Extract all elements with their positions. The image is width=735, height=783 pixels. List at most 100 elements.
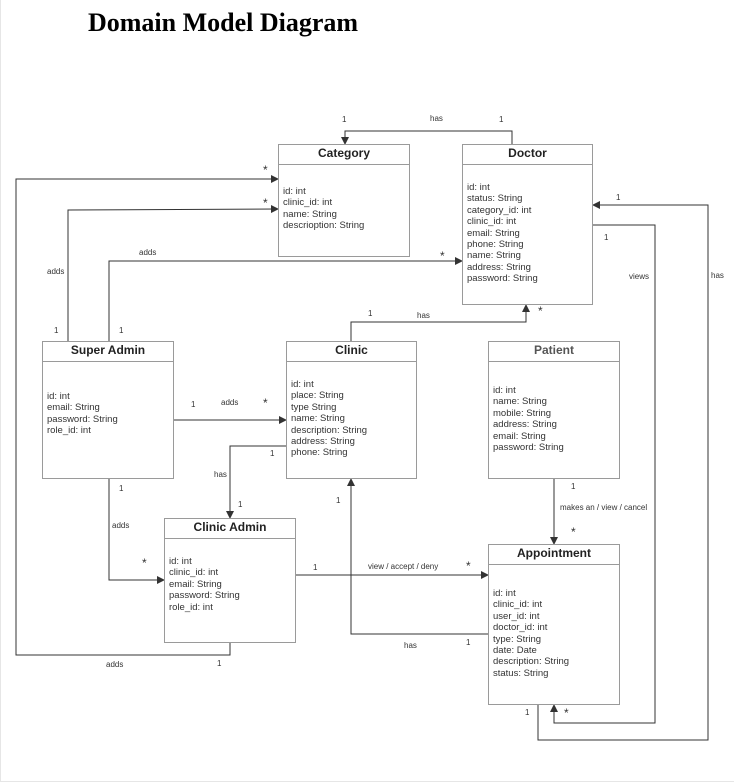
multiplicity-label: * bbox=[263, 196, 268, 210]
connector-appointment-clinic bbox=[347, 478, 488, 635]
attribute: id: int bbox=[283, 186, 306, 197]
attribute: category_id: int bbox=[467, 204, 532, 216]
multiplicity-label: 1 bbox=[616, 193, 621, 202]
attribute: clinic_id: int bbox=[169, 567, 219, 579]
entity-doctor-attributes: id: int status: String category_id: int … bbox=[463, 165, 592, 285]
attribute: type String bbox=[291, 401, 337, 413]
attribute: description: String bbox=[493, 656, 570, 668]
attribute: descrioption: String bbox=[283, 220, 365, 232]
multiplicity-label: 1 bbox=[368, 309, 373, 318]
multiplicity-label: 1 bbox=[191, 400, 196, 409]
entity-patient-attributes: id: int name: String mobile: String addr… bbox=[489, 362, 619, 453]
entity-clinic-admin-name: Clinic Admin bbox=[165, 519, 295, 539]
multiplicity-label: * bbox=[440, 249, 445, 263]
multiplicity-label: 1 bbox=[54, 326, 59, 335]
multiplicity-label: 1 bbox=[525, 708, 530, 717]
entity-clinic: Clinic id: int place: String type String… bbox=[286, 341, 417, 479]
multiplicity-label: 1 bbox=[342, 115, 347, 124]
connector-doctor-category bbox=[341, 130, 513, 145]
attribute: id: int bbox=[169, 556, 192, 567]
page-title: Domain Model Diagram bbox=[88, 8, 359, 37]
attribute: password: String bbox=[493, 442, 564, 454]
entity-appointment: Appointment id: int clinic_id: int user_… bbox=[488, 544, 620, 705]
multiplicity-label: 1 bbox=[336, 496, 341, 505]
entity-appointment-attributes: id: int clinic_id: int user_id: int doct… bbox=[489, 565, 619, 679]
attribute: place: String bbox=[291, 390, 344, 402]
attribute: id: int bbox=[467, 182, 490, 193]
entity-patient-name: Patient bbox=[489, 342, 619, 362]
multiplicity-label: * bbox=[142, 556, 147, 570]
multiplicity-label: 1 bbox=[466, 638, 471, 647]
multiplicity-label: 1 bbox=[238, 500, 243, 509]
attribute: doctor_id: int bbox=[493, 622, 548, 634]
attribute: phone: String bbox=[467, 239, 524, 251]
connector-clinic-doctor bbox=[350, 304, 530, 341]
entity-clinic-admin-attributes: id: int clinic_id: int email: String pas… bbox=[165, 539, 295, 613]
attribute: name: String bbox=[283, 208, 337, 220]
multiplicity-label: 1 bbox=[604, 233, 609, 242]
attribute: role_id: int bbox=[47, 425, 91, 437]
connector-clinic-clinicadmin bbox=[226, 445, 286, 519]
attribute: password: String bbox=[169, 590, 240, 602]
attribute: status: String bbox=[467, 193, 523, 205]
attribute: description: String bbox=[291, 424, 368, 436]
attribute: id: int bbox=[493, 385, 516, 396]
relation-label: has bbox=[404, 641, 417, 650]
multiplicity-label: 1 bbox=[571, 482, 576, 491]
attribute: phone: String bbox=[291, 447, 348, 459]
entity-patient: Patient id: int name: String mobile: Str… bbox=[488, 341, 620, 479]
relation-label: makes an / view / cancel bbox=[560, 503, 648, 512]
multiplicity-label: * bbox=[263, 396, 268, 410]
entity-doctor: Doctor id: int status: String category_i… bbox=[462, 144, 593, 305]
attribute: email: String bbox=[47, 402, 100, 414]
entity-category-name: Category bbox=[279, 145, 409, 165]
attribute: password: String bbox=[467, 273, 538, 285]
relation-label: adds bbox=[112, 521, 130, 530]
attribute: address: String bbox=[291, 436, 355, 448]
multiplicity-label: 1 bbox=[313, 563, 318, 572]
attribute: type: String bbox=[493, 633, 542, 645]
relation-label: adds bbox=[139, 248, 157, 257]
attribute: date: Date bbox=[493, 645, 537, 657]
multiplicity-label: * bbox=[466, 559, 471, 573]
attribute: email: String bbox=[493, 430, 546, 442]
multiplicity-label: 1 bbox=[119, 484, 124, 493]
connector-appointment-doctor bbox=[537, 201, 709, 741]
multiplicity-label: 1 bbox=[119, 326, 124, 335]
multiplicity-label: 1 bbox=[270, 449, 275, 458]
attribute: clinic_id: int bbox=[467, 216, 517, 228]
relation-label: adds bbox=[221, 398, 239, 407]
relation-label: views bbox=[629, 272, 650, 281]
relation-label: has bbox=[711, 271, 724, 280]
attribute: role_id: int bbox=[169, 601, 213, 613]
attribute: address: String bbox=[493, 419, 557, 431]
connector-doctor-appointment bbox=[550, 224, 656, 724]
connector-superadmin-doctor bbox=[108, 257, 463, 341]
entity-appointment-name: Appointment bbox=[489, 545, 619, 565]
attribute: name: String bbox=[493, 396, 547, 408]
attribute: mobile: String bbox=[493, 407, 552, 419]
attribute: user_id: int bbox=[493, 610, 540, 622]
multiplicity-label: * bbox=[571, 525, 576, 539]
attribute: clinic_id: int bbox=[283, 197, 333, 209]
attribute: id: int bbox=[47, 391, 70, 402]
entity-super-admin: Super Admin id: int email: String passwo… bbox=[42, 341, 174, 479]
relation-label: view / accept / deny bbox=[368, 562, 439, 571]
attribute: address: String bbox=[467, 261, 531, 273]
entity-clinic-attributes: id: int place: String type String name: … bbox=[287, 362, 416, 459]
entity-super-admin-attributes: id: int email: String password: String r… bbox=[43, 362, 173, 437]
attribute: clinic_id: int bbox=[493, 599, 543, 611]
entity-doctor-name: Doctor bbox=[463, 145, 592, 165]
relation-label: has bbox=[214, 470, 227, 479]
attribute: id: int bbox=[291, 379, 314, 390]
multiplicity-label: 1 bbox=[217, 659, 222, 668]
entity-super-admin-name: Super Admin bbox=[43, 342, 173, 362]
attribute: email: String bbox=[169, 578, 222, 590]
attribute: name: String bbox=[291, 413, 345, 425]
multiplicity-label: * bbox=[564, 706, 569, 720]
attribute: name: String bbox=[467, 250, 521, 262]
relation-label: adds bbox=[106, 660, 124, 669]
relation-label: has bbox=[417, 311, 430, 320]
